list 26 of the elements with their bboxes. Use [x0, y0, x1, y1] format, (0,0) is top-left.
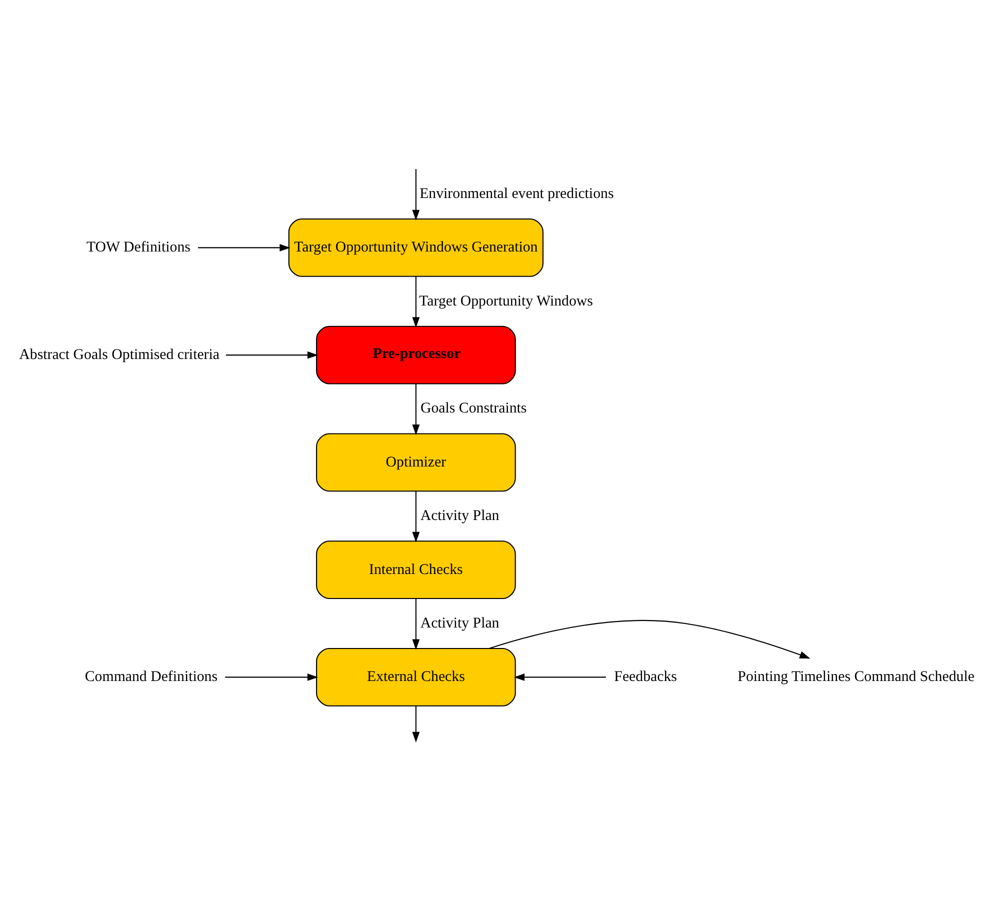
edge-label: Activity Plan [420, 614, 500, 631]
arrow [412, 383, 420, 435]
arrow [412, 598, 420, 650]
edge-label: Goals Constraints [420, 400, 527, 416]
edge-label: Target Opportunity Windows [419, 292, 593, 309]
node-text: Abstract Goals Optimised criteria [19, 346, 220, 362]
arrow [225, 672, 318, 680]
edge-label: Activity Plan [420, 508, 500, 524]
edge-label: Environmental event predictions [420, 185, 614, 202]
arrow [412, 276, 420, 328]
node-box: External Checks [316, 647, 516, 706]
arrow [198, 243, 290, 251]
arrow [514, 672, 606, 680]
arrow [412, 168, 420, 220]
node-box: Pre-processor [316, 325, 516, 384]
node-text: TOW Definitions [86, 239, 190, 256]
node-box: Internal Checks [316, 540, 516, 599]
node-text: Command Definitions [84, 668, 218, 685]
node-box: Optimizer [316, 432, 516, 492]
node-box: Target Opportunity Windows Generation [288, 218, 544, 276]
arrow [489, 620, 810, 658]
node-text: Pointing Timelines Command Schedule [738, 668, 974, 685]
arrow [412, 490, 420, 542]
arrow [226, 350, 318, 358]
arrow [412, 705, 420, 742]
node-text: Feedbacks [614, 668, 677, 685]
